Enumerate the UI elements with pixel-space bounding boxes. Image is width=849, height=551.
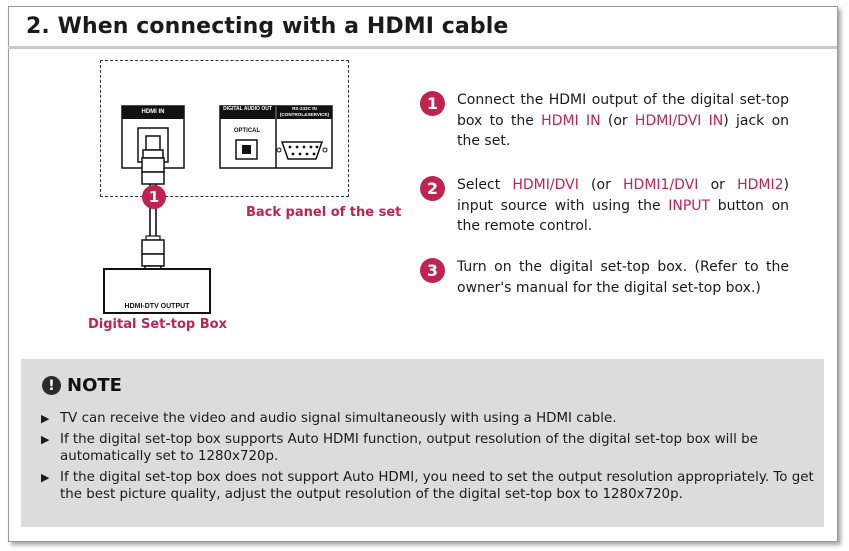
note-item: ▶ TV can receive the video and audio sig… (41, 411, 617, 426)
step-3-text: Turn on the digital set-top box. (Refer … (457, 259, 789, 296)
exclamation-icon: ! (42, 376, 61, 395)
step-2-text: Select HDMI/DVI (or HDMI1/DVI or HDMI2) … (457, 177, 790, 234)
step-2-number: 2 (420, 176, 445, 201)
set-top-box-label: Digital Set-top Box (88, 317, 227, 332)
page-title: 2. When connecting with a HDMI cable (26, 14, 509, 39)
note-item: ▶ If the digital set-top box does not su… (41, 469, 814, 503)
note-heading: ! NOTE (42, 375, 122, 396)
hdmi-in-label: HDMI IN (141, 109, 165, 115)
digital-audio-out-label: DIGITAL AUDIO OUT (223, 106, 272, 112)
note-heading-text: NOTE (67, 375, 122, 396)
step-1-number: 1 (420, 91, 445, 116)
rs232c-label: RS-232C IN (CONTROL&SERVICE) (279, 106, 330, 117)
tv-back-panel (100, 60, 349, 197)
triangle-bullet-icon: ▶ (41, 470, 50, 484)
note-box: ! NOTE ▶ TV can receive the video and au… (21, 359, 824, 527)
stb-output-label: HDMI-DTV OUTPUT (124, 303, 190, 310)
note-list: ▶ TV can receive the video and audio sig… (41, 410, 816, 507)
set-top-box: HDMI-DTV OUTPUT (103, 268, 211, 314)
back-panel-label: Back panel of the set (246, 205, 402, 220)
step-1-text: Connect the HDMI output of the digital s… (457, 92, 790, 149)
triangle-bullet-icon: ▶ (41, 432, 50, 446)
triangle-bullet-icon: ▶ (41, 412, 50, 425)
note-item: ▶ If the digital set-top box supports Au… (41, 431, 758, 465)
title-divider (8, 46, 837, 49)
callout-1-number: 1 (148, 188, 160, 206)
optical-label: OPTICAL (233, 128, 261, 134)
step-3-number: 3 (420, 258, 445, 283)
